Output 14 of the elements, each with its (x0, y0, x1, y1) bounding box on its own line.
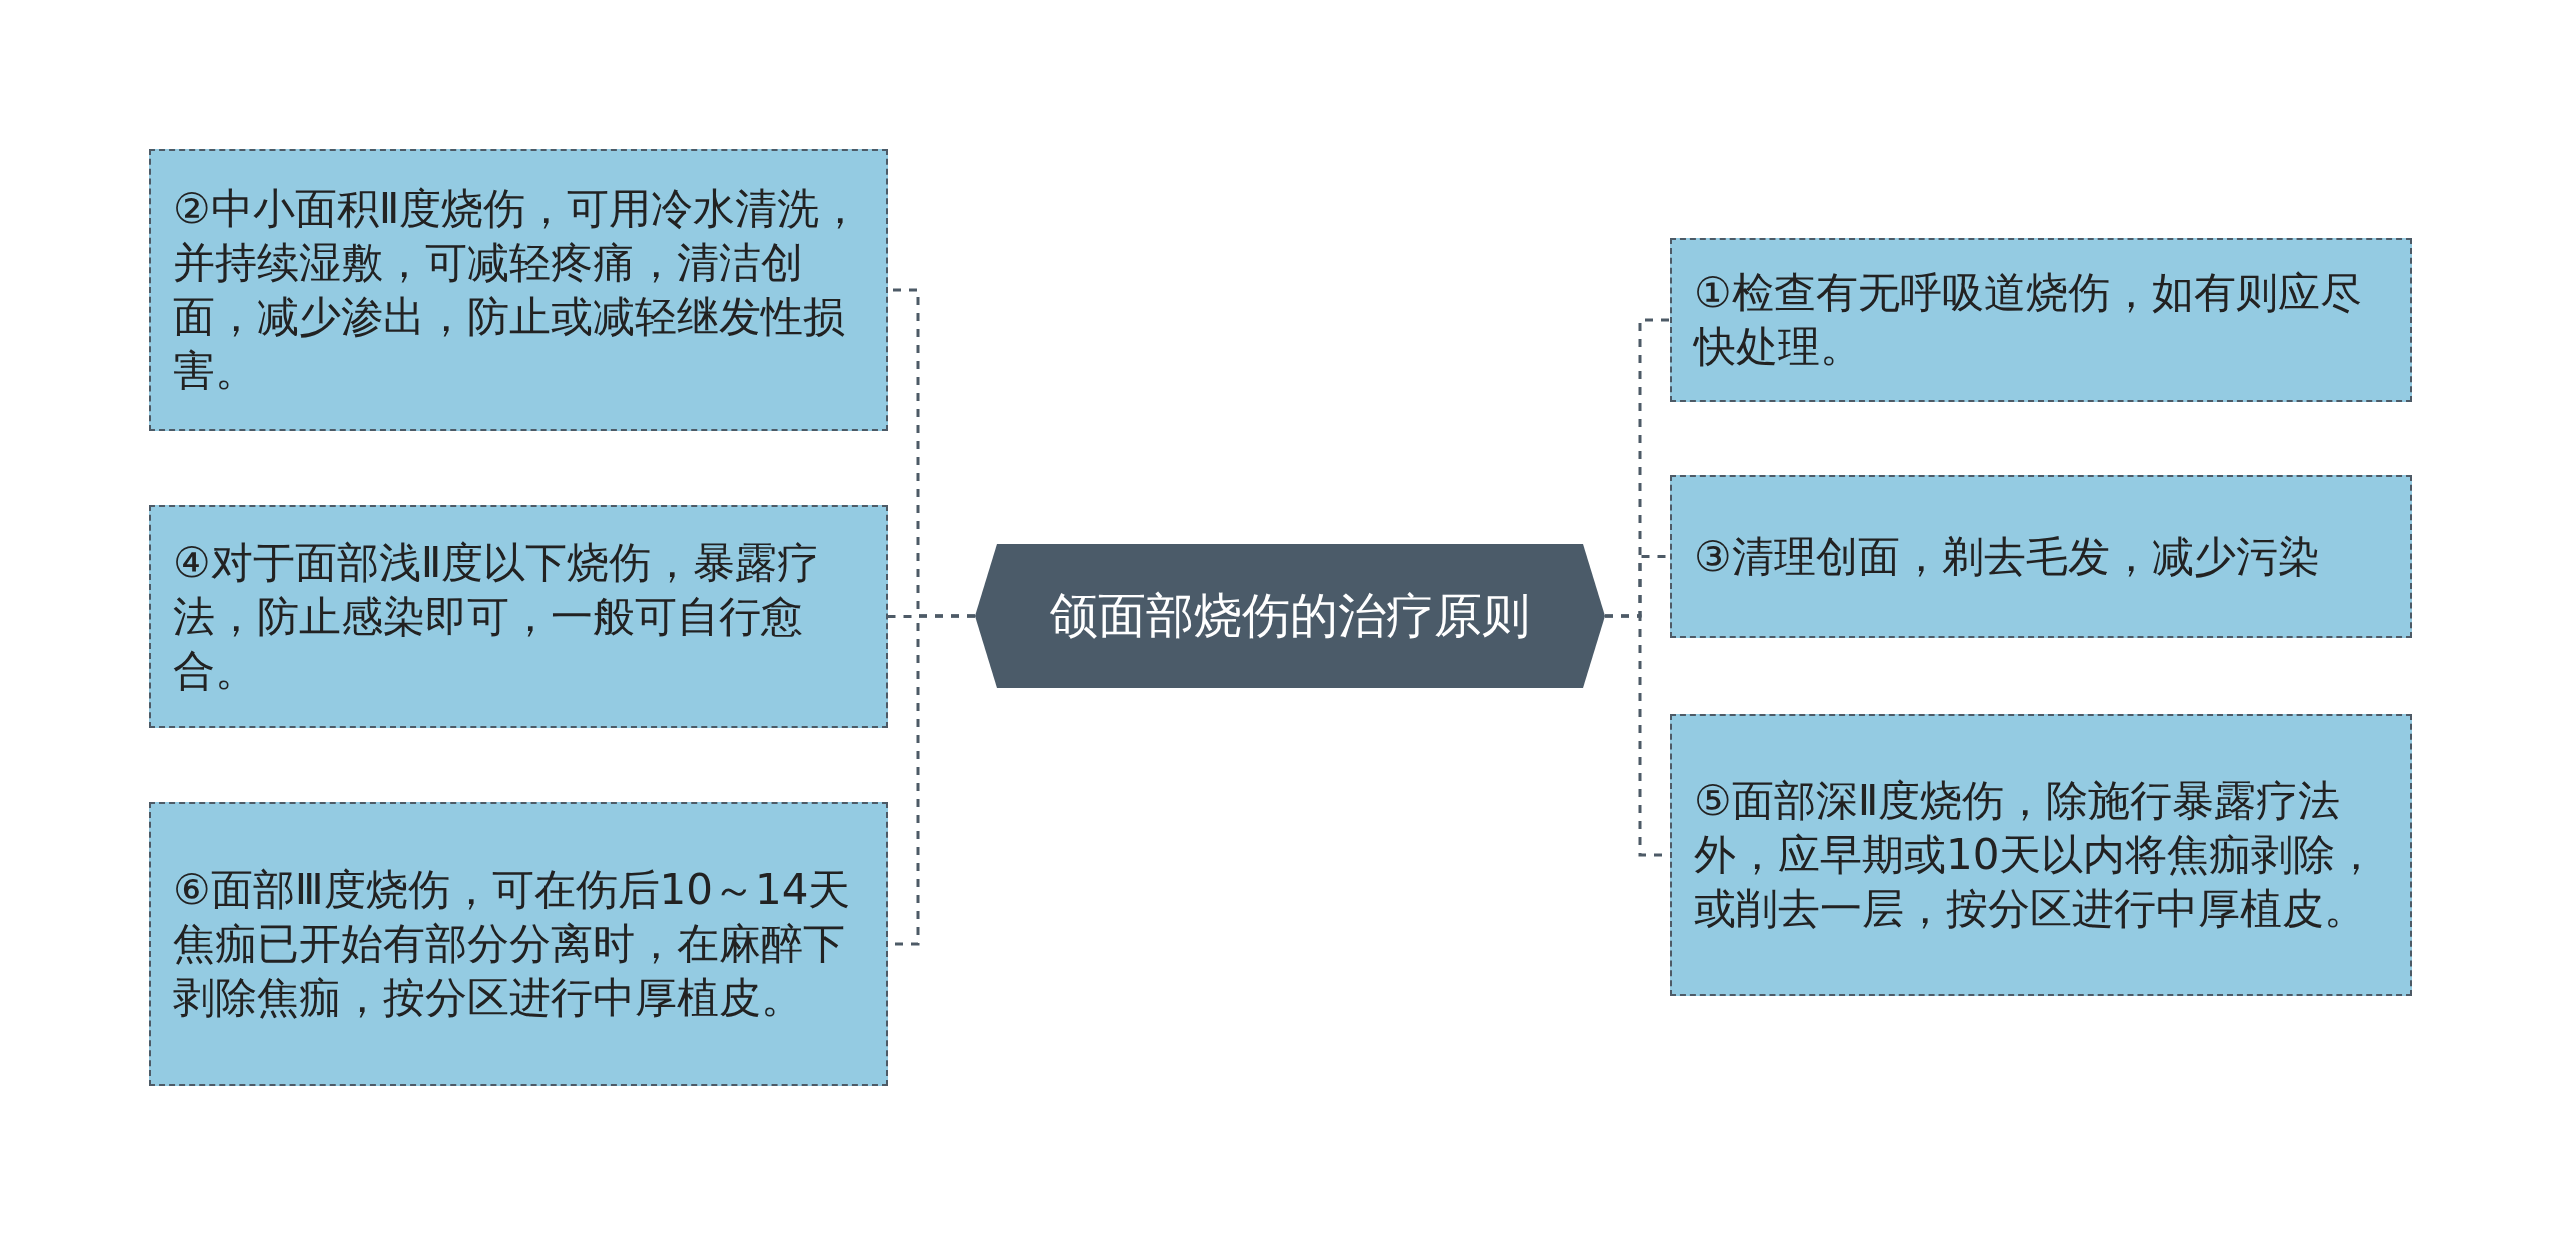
topic-box (149, 505, 888, 728)
topic-text: ⑥面部Ⅲ度烧伤，可在伤后10～14天焦痂已开始有部分分离时，在麻醉下剥除焦痂，按分区进行中厚植皮。 (173, 864, 852, 1024)
topic-box (149, 149, 888, 431)
topic-title: 颌面部烧伤的治疗原则 (1050, 586, 1530, 645)
topic-box (1670, 714, 2412, 996)
topic-text: ⑤面部深Ⅱ度烧伤，除施行暴露疗法外，应早期或10天以内将焦痂剥除，或削去一层，按分区进行中厚植皮。 (1694, 775, 2379, 935)
topic-text: ③清理创面，剃去毛发，减少污染 (1694, 530, 2320, 583)
topic-box (1670, 475, 2412, 638)
topic-hexagon (975, 544, 1605, 688)
topic-box (1670, 238, 2412, 402)
topic-text: ②中小面积Ⅱ度烧伤，可用冷水清洗，并持续湿敷，可减轻疼痛，清洁创面，减少渗出，防止或减轻继发性损害。 (173, 183, 863, 397)
topic-text: ④对于面部浅Ⅱ度以下烧伤，暴露疗法，防止感染即可，一般可自行愈合。 (173, 536, 821, 697)
topic-box (149, 802, 888, 1086)
topic-text: ①检查有无呼吸道烧伤，如有则应尽快处理。 (1694, 267, 2363, 373)
